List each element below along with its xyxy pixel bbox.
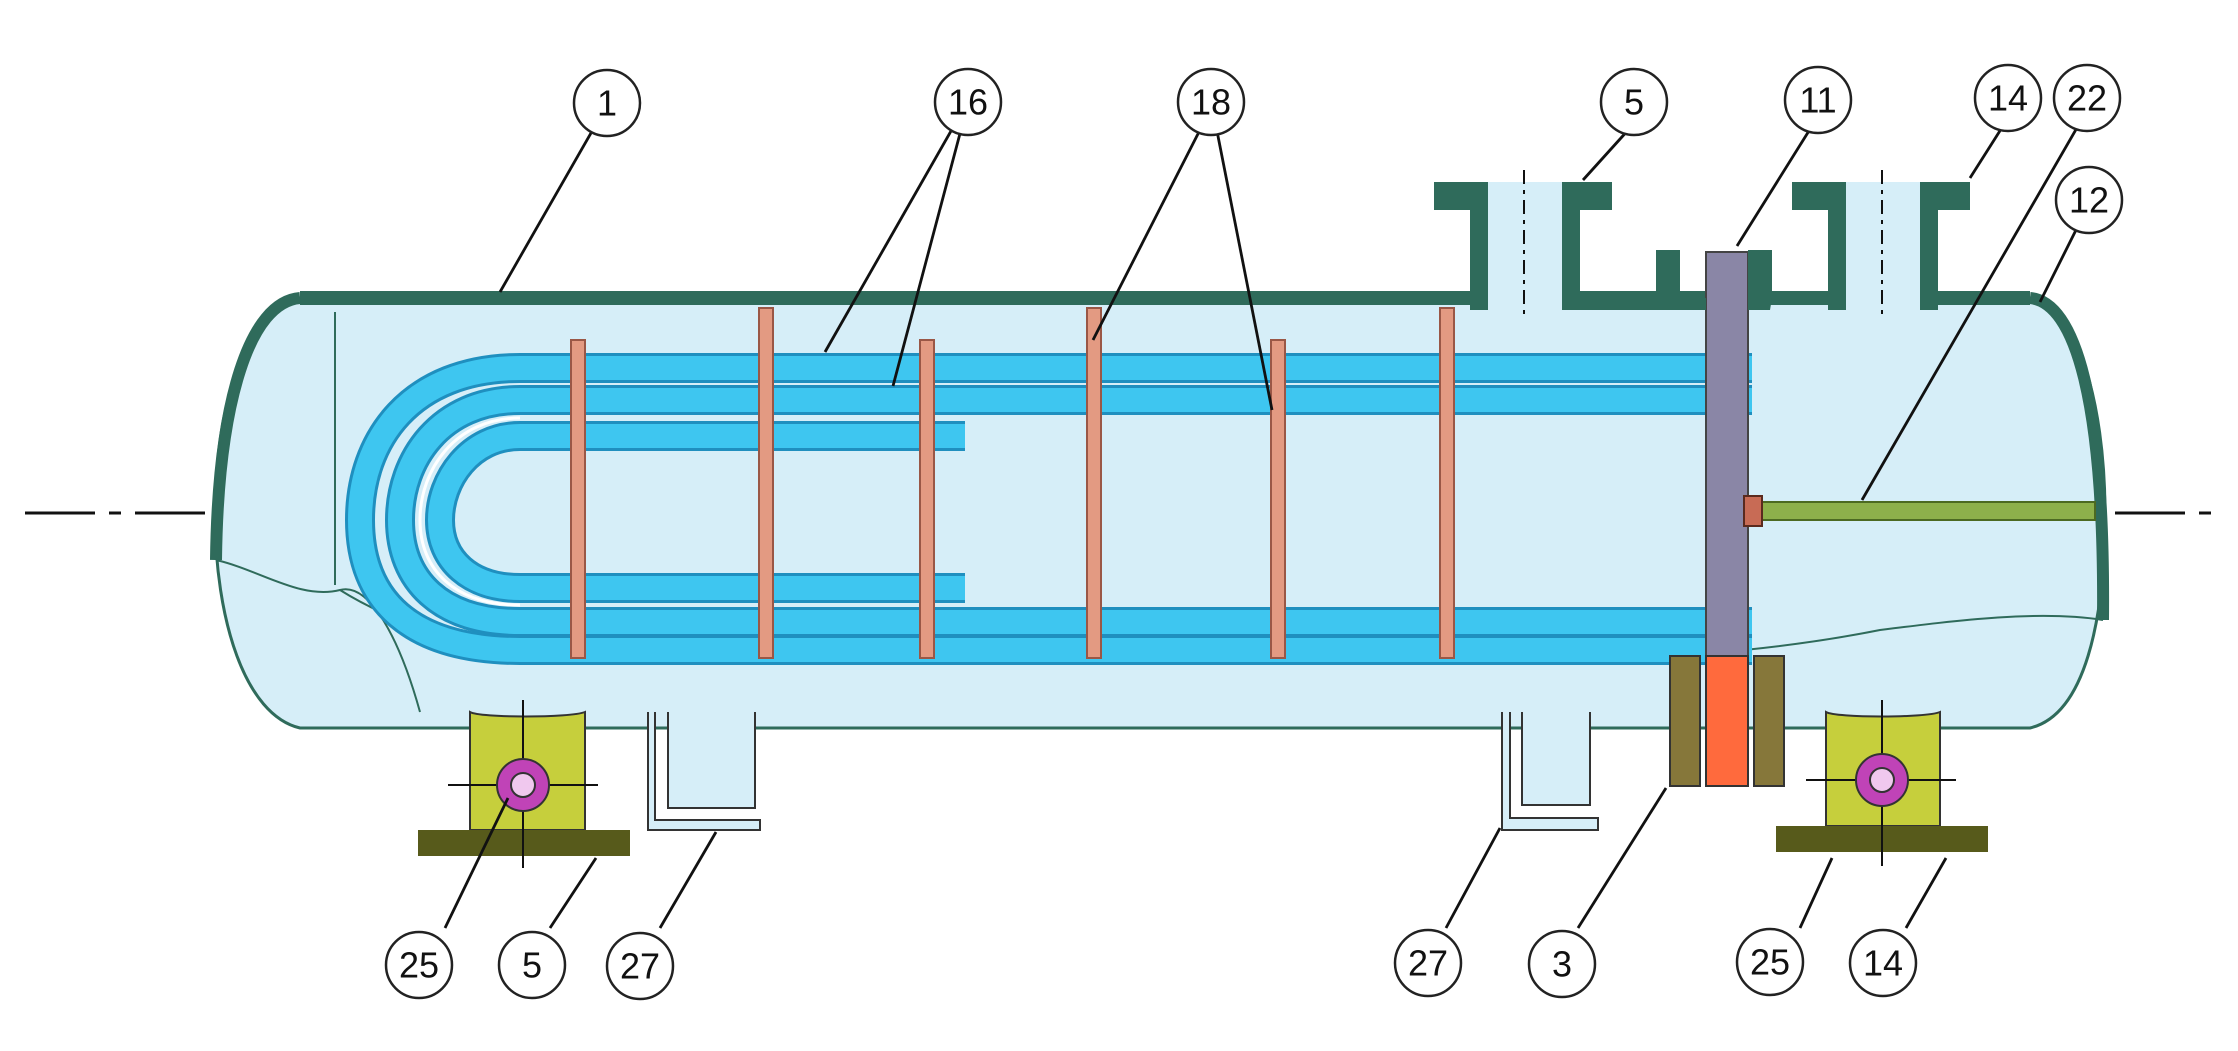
callout-5-bottom: 5: [497, 930, 567, 1000]
leader-lines: [443, 123, 2080, 929]
callout-3: 3: [1527, 929, 1597, 999]
u-tube-inner-fill: [427, 424, 965, 600]
callout-25-right-label: 25: [1750, 942, 1790, 983]
callout-14-bottom: 14: [1848, 928, 1918, 998]
flange-right: [1753, 655, 1785, 787]
callout-14-bottom-label: 14: [1863, 943, 1903, 984]
baffle-6: [1439, 307, 1455, 659]
support-leg-left: [647, 712, 761, 831]
callout-11: 11: [1783, 65, 1853, 135]
callout-18-label: 18: [1191, 82, 1231, 123]
leader-27right: [1444, 827, 1502, 929]
u-tube-gap-line: [418, 416, 521, 607]
bolt-left-hole: [510, 772, 536, 798]
callout-16: 16: [933, 67, 1003, 137]
callout-27-right-label: 27: [1408, 943, 1448, 984]
leader-3: [1576, 787, 1668, 929]
u-tube-middle-fill: [387, 388, 1752, 634]
channel-box: [1580, 250, 1772, 310]
tie-rod: [1749, 501, 2096, 521]
nozzle-shell-side: [1434, 170, 1612, 318]
shell-left-head: [210, 292, 301, 561]
callout-1: 1: [572, 68, 642, 138]
bolt-right-hole: [1869, 767, 1895, 793]
leader-18b: [1214, 125, 1274, 411]
flange-left: [1669, 655, 1701, 787]
callout-22: 22: [2052, 63, 2122, 133]
callout-25-right: 25: [1735, 927, 1805, 997]
leader-25left: [443, 797, 510, 929]
callout-5-bottom-label: 5: [522, 945, 542, 986]
baffle-5: [1270, 339, 1286, 659]
shell-right-head: [2028, 292, 2110, 621]
leader-16a: [823, 123, 957, 353]
saddle-left: [418, 700, 630, 868]
channel-right-wall: [1748, 250, 1772, 310]
leader-18a: [1091, 123, 1205, 341]
callout-12: 12: [2054, 165, 2124, 235]
tube-bundle: [344, 353, 1752, 665]
support-leg-right: [1501, 712, 1599, 831]
callout-5-top-label: 5: [1624, 82, 1644, 123]
callout-3-label: 3: [1552, 944, 1572, 985]
u-tube-outer-fill: [347, 356, 1752, 662]
leader-12: [2038, 227, 2079, 303]
callout-27-left-label: 27: [620, 946, 660, 987]
baffle-2: [758, 307, 774, 659]
leader-25right: [1798, 857, 1834, 929]
callout-1-label: 1: [597, 83, 617, 124]
channel-left-wall: [1580, 250, 1706, 310]
callout-14-top: 14: [1973, 63, 2043, 133]
tie-rod-nut: [1743, 495, 1763, 527]
leader-16b: [891, 125, 964, 387]
callout-27-left: 27: [605, 931, 675, 1001]
leader-5bottom: [548, 857, 598, 929]
leader-5top: [1581, 127, 1632, 181]
gasket: [1705, 655, 1749, 787]
baffle-1: [570, 339, 586, 659]
leader-1: [498, 125, 597, 293]
callout-16-label: 16: [948, 82, 988, 123]
leader-11: [1735, 125, 1814, 247]
callout-25-left-label: 25: [399, 945, 439, 986]
callout-11-label: 11: [1799, 80, 1836, 121]
callout-27-right: 27: [1393, 928, 1463, 998]
saddle-right: [1776, 700, 1988, 866]
baffle-3: [919, 339, 935, 659]
leader-14bottom: [1904, 857, 1948, 929]
leader-14top: [1968, 125, 2005, 179]
callout-18: 18: [1176, 67, 1246, 137]
nozzle-tube-side: [1792, 170, 1970, 318]
callout-12-label: 12: [2069, 180, 2109, 221]
tube-sheet: [1705, 251, 1749, 659]
callout-5-top: 5: [1599, 67, 1669, 137]
callout-22-label: 22: [2067, 78, 2107, 119]
callout-14-top-label: 14: [1988, 78, 2028, 119]
baffle-4: [1086, 307, 1102, 659]
callout-25-left: 25: [384, 930, 454, 1000]
baffles: [570, 307, 1455, 659]
leader-22: [1860, 125, 2080, 501]
leader-27left: [658, 831, 718, 929]
